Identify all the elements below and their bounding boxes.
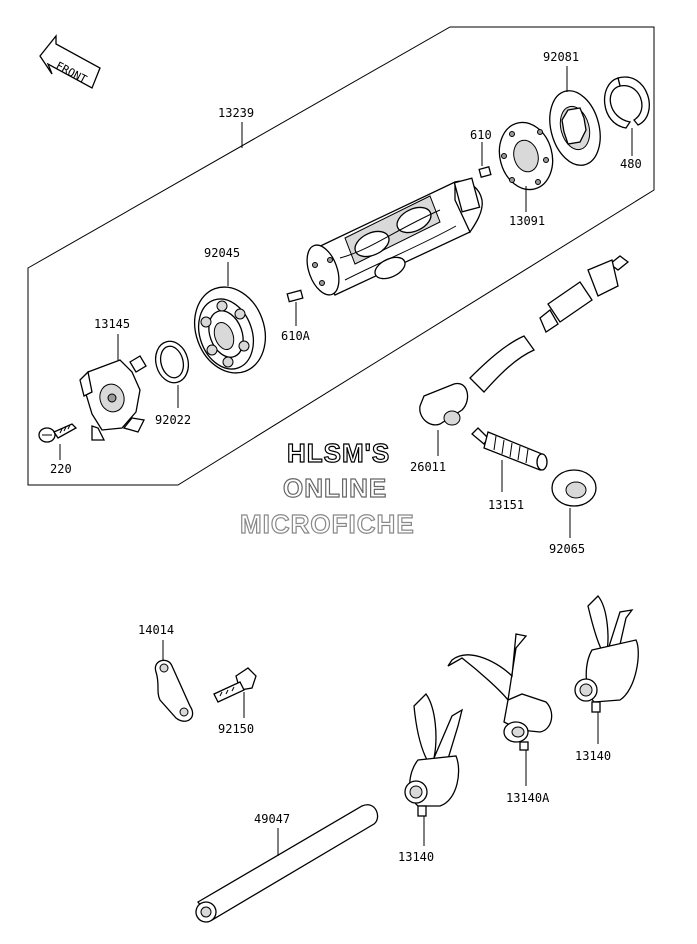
circlip-480[interactable]: [604, 76, 650, 129]
part-label-26011[interactable]: 26011: [410, 460, 446, 474]
plate-14014[interactable]: [154, 659, 194, 722]
rod-49047[interactable]: [192, 804, 379, 926]
bearing-92045[interactable]: [183, 277, 277, 383]
part-label-13140-left[interactable]: 13140: [398, 850, 434, 864]
shift-fork-13140a[interactable]: [447, 633, 553, 751]
assembly-frame: [27, 26, 655, 486]
ring-92022[interactable]: [151, 338, 193, 387]
part-label-13151[interactable]: 13151: [488, 498, 524, 512]
front-arrow-icon: FRONT: [39, 34, 101, 89]
part-label-14014[interactable]: 14014: [138, 623, 174, 637]
part-label-92081[interactable]: 92081: [543, 50, 579, 64]
plate-92081[interactable]: [542, 85, 608, 171]
stopper-13151[interactable]: [471, 427, 548, 471]
part-label-92065[interactable]: 92065: [549, 542, 585, 556]
bolt-220[interactable]: [38, 423, 78, 443]
part-label-13140-right[interactable]: 13140: [575, 749, 611, 763]
shift-lever-26011[interactable]: [419, 255, 630, 426]
pin-610[interactable]: [478, 166, 492, 178]
cam-13145[interactable]: [79, 355, 147, 441]
watermark-line3: MICROFICHE: [240, 509, 415, 539]
part-label-49047[interactable]: 49047: [254, 812, 290, 826]
part-label-13239[interactable]: 13239: [218, 106, 254, 120]
plate-13091[interactable]: [492, 116, 560, 195]
part-label-92022[interactable]: 92022: [155, 413, 191, 427]
part-label-92045[interactable]: 92045: [204, 246, 240, 260]
watermark-line2: ONLINE: [283, 473, 387, 503]
shift-fork-13140-right[interactable]: [574, 595, 639, 713]
part-label-610[interactable]: 610: [470, 128, 492, 142]
part-label-13145[interactable]: 13145: [94, 317, 130, 331]
part-label-92150[interactable]: 92150: [218, 722, 254, 736]
watermark-line1: HLSM'S: [287, 438, 390, 468]
shift-drum[interactable]: [301, 177, 483, 299]
pin-610a[interactable]: [286, 289, 304, 303]
part-label-480[interactable]: 480: [620, 157, 642, 171]
part-label-13140a[interactable]: 13140A: [506, 791, 550, 805]
bolt-92150[interactable]: [213, 667, 257, 703]
part-label-13091[interactable]: 13091: [509, 214, 545, 228]
shift-fork-13140-left[interactable]: [404, 692, 464, 817]
washer-92065[interactable]: [551, 469, 597, 507]
part-label-220[interactable]: 220: [50, 462, 72, 476]
part-label-610a[interactable]: 610A: [281, 329, 311, 343]
